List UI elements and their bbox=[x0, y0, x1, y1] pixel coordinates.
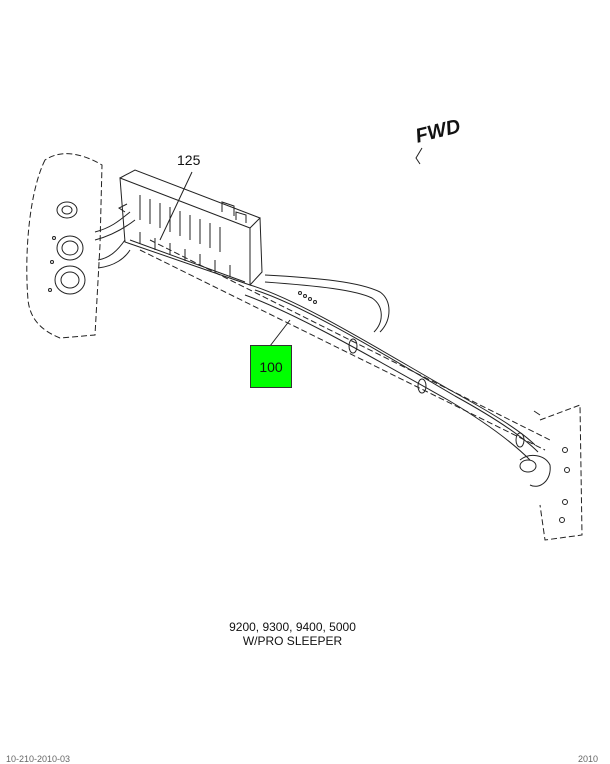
left-panel-knobs bbox=[48, 201, 86, 295]
caption-models: 9200, 9300, 9400, 5000 bbox=[229, 620, 356, 634]
footer-drawing-number: 10-210-2010-03 bbox=[6, 754, 71, 764]
overhead-console bbox=[118, 169, 263, 286]
callout-125: 125 bbox=[177, 152, 201, 168]
right-dash-panel bbox=[539, 404, 583, 541]
callout-100-highlight[interactable]: 100 bbox=[250, 345, 292, 388]
main-harness bbox=[244, 274, 539, 461]
roof-rail-dashed bbox=[139, 239, 551, 451]
left-dash-panel bbox=[26, 153, 103, 339]
diagram-caption: 9200, 9300, 9400, 5000 W/PRO SLEEPER bbox=[0, 620, 585, 648]
caption-config: W/PRO SLEEPER bbox=[242, 634, 343, 648]
leader-125 bbox=[159, 171, 193, 241]
callout-100-label: 100 bbox=[259, 358, 283, 375]
left-harness bbox=[94, 211, 136, 269]
footer-page: 2010 bbox=[578, 754, 599, 764]
leader-100 bbox=[269, 319, 291, 347]
fwd-arrow bbox=[415, 147, 423, 165]
right-connector bbox=[519, 410, 570, 523]
